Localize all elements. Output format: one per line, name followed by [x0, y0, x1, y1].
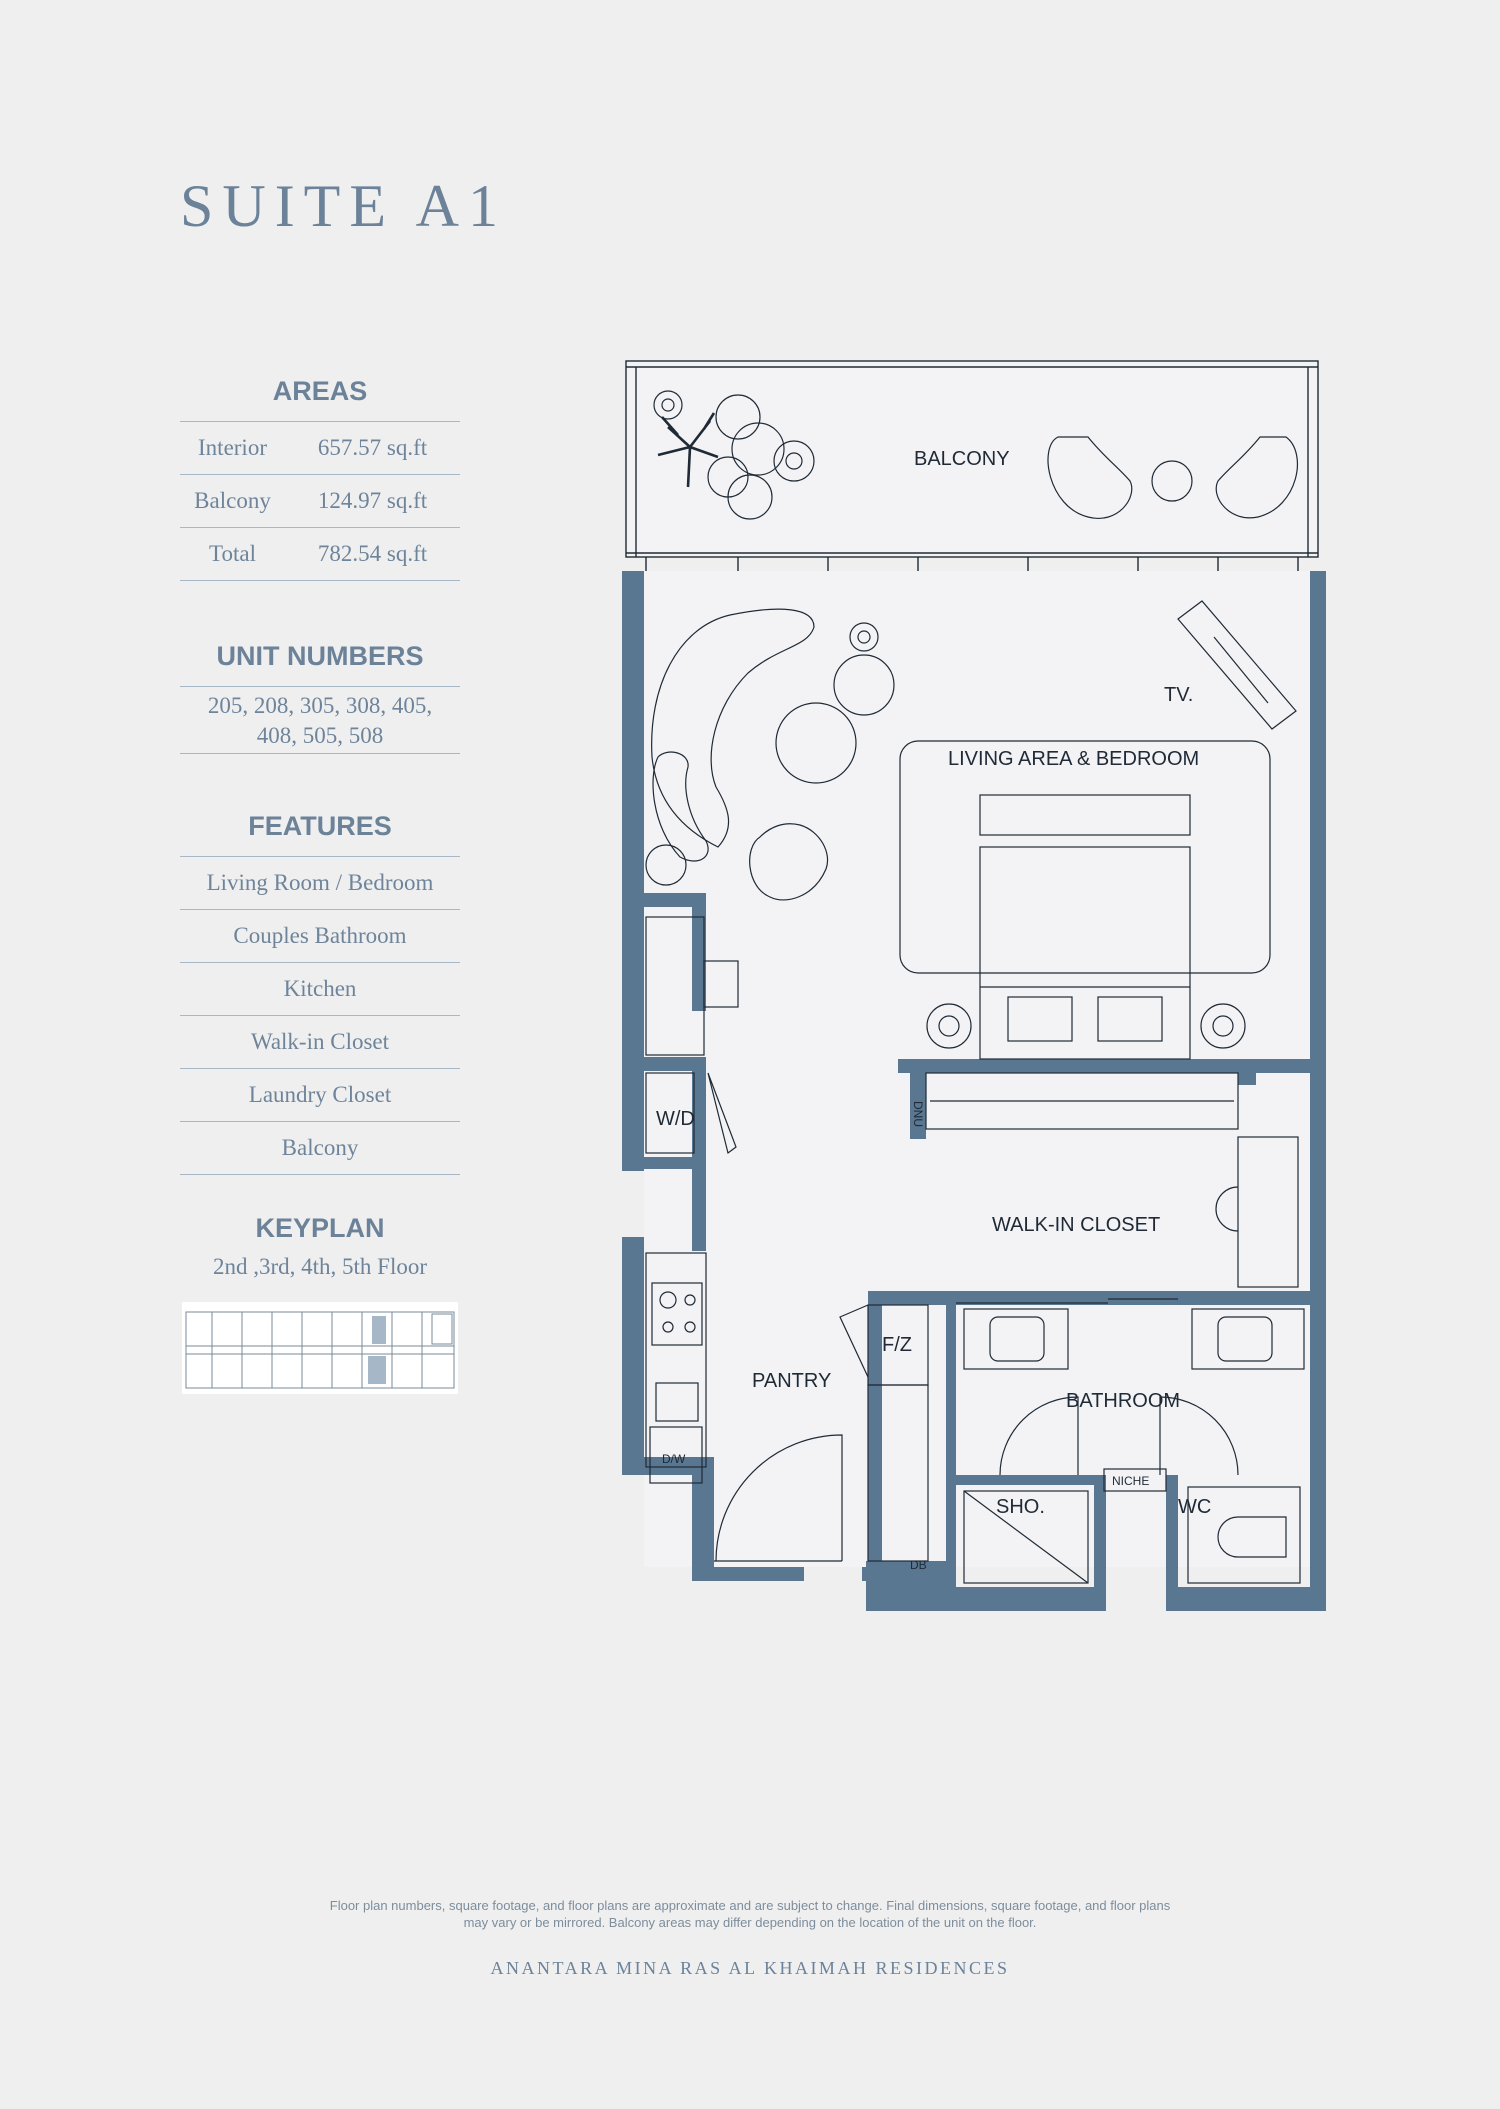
feature-item: Balcony [180, 1122, 460, 1175]
area-row-balcony: Balcony 124.97 sq.ft [180, 475, 460, 528]
pantry-counter [645, 916, 739, 1484]
features-section: FEATURES Living Room / Bedroom Couples B… [180, 811, 460, 1175]
unit-numbers-section: UNIT NUMBERS 205, 208, 305, 308, 405, 40… [180, 641, 460, 754]
unit-numbers-heading: UNIT NUMBERS [216, 641, 424, 671]
label-dw: D/W [662, 1452, 686, 1466]
bathroom-fixtures [963, 1308, 1305, 1584]
disclaimer-line: Floor plan numbers, square footage, and … [329, 1898, 1171, 1913]
areas-section: AREAS Interior 657.57 sq.ft Balcony 124.… [180, 376, 460, 581]
areas-heading: AREAS [272, 376, 368, 406]
feature-item: Walk-in Closet [180, 1016, 460, 1069]
wardrobe [925, 1072, 1299, 1304]
label-living: LIVING AREA & BEDROOM [948, 748, 1199, 770]
living-furniture [645, 390, 1299, 1060]
disclaimer: Floor plan numbers, square footage, and … [250, 1897, 1250, 1931]
area-value: 657.57 sq.ft [317, 435, 428, 460]
fridge [839, 1304, 929, 1562]
feature-item: Couples Bathroom [180, 910, 460, 963]
disclaimer-line: may vary or be mirrored. Balcony areas m… [463, 1915, 1037, 1930]
tree-icon [657, 412, 719, 488]
keyplan-floors: 2nd ,3rd, 4th, 5th Floor [212, 1254, 428, 1279]
label-wd: W/D [656, 1108, 695, 1130]
label-bathroom: BATHROOM [1066, 1390, 1180, 1412]
keyplan-section: KEYPLAN 2nd ,3rd, 4th, 5th Floor [180, 1213, 460, 1280]
unit-numbers-line: 205, 208, 305, 308, 405, [207, 693, 433, 718]
label-tv: TV. [1164, 684, 1193, 706]
area-label: Balcony [194, 488, 271, 513]
entrance-door [714, 1434, 843, 1562]
keyplan-image [182, 1302, 458, 1394]
page-title: SUITE A1 [180, 173, 507, 239]
floor-plan: BALCONY TV. LIVING AREA & BEDROOM W/D WA… [618, 357, 1326, 1617]
area-row-total: Total 782.54 sq.ft [180, 528, 460, 581]
label-walk-in-closet: WALK-IN CLOSET [992, 1214, 1160, 1236]
area-value: 124.97 sq.ft [317, 488, 428, 513]
footer-brand: ANANTARA MINA RAS AL KHAIMAH RESIDENCES [490, 1958, 1010, 1978]
label-niche: NICHE [1112, 1474, 1149, 1488]
label-db: DB [910, 1558, 927, 1572]
label-pantry: PANTRY [752, 1370, 831, 1392]
feature-item: Kitchen [180, 963, 460, 1016]
label-balcony: BALCONY [914, 448, 1010, 470]
walls [622, 571, 1326, 1611]
area-value: 782.54 sq.ft [317, 541, 428, 566]
label-shower: SHO. [996, 1496, 1045, 1518]
label-fz: F/Z [882, 1334, 912, 1356]
features-heading: FEATURES [248, 811, 392, 841]
unit-numbers-line: 408, 505, 508 [256, 723, 384, 748]
area-row-interior: Interior 657.57 sq.ft [180, 421, 460, 475]
label-wc: WC [1178, 1496, 1211, 1518]
feature-item: Laundry Closet [180, 1069, 460, 1122]
area-label: Total [209, 541, 256, 566]
label-dnu: DNU [911, 1101, 925, 1127]
area-label: Interior [198, 435, 267, 460]
balcony-area [625, 360, 1319, 571]
unit-numbers-list: 205, 208, 305, 308, 405, 408, 505, 508 [180, 686, 460, 754]
feature-item: Living Room / Bedroom [180, 856, 460, 910]
keyplan-heading: KEYPLAN [255, 1213, 385, 1243]
